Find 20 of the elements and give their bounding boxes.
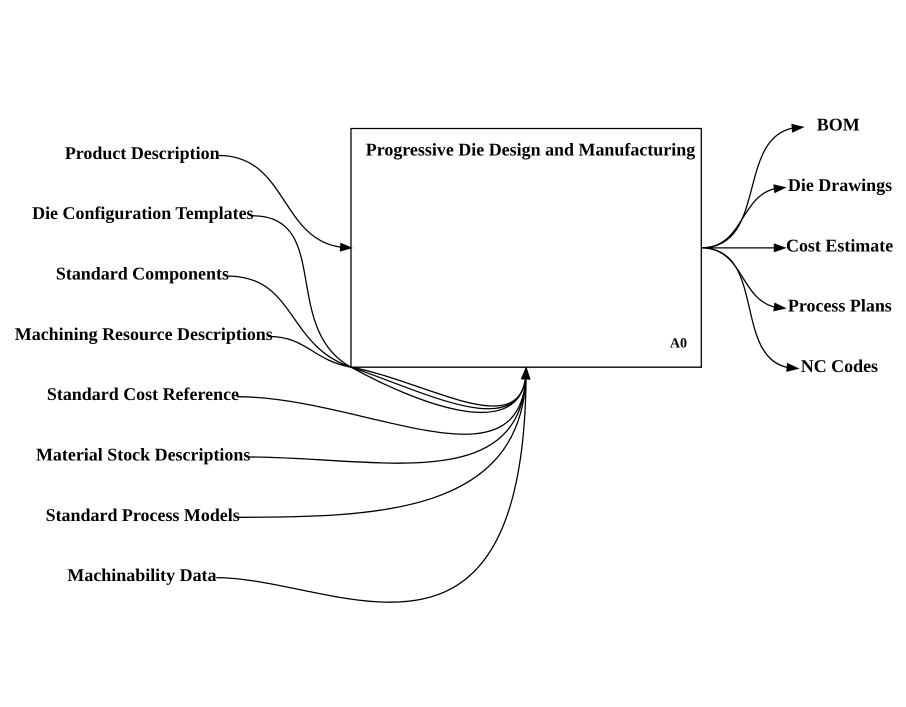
node-text: NC Codes	[800, 356, 878, 376]
node-text: Die Drawings	[788, 175, 892, 196]
node-text: Standard Components	[56, 264, 229, 284]
node-text: Die Configuration Templates	[32, 203, 254, 224]
node-text: Product Description	[64, 142, 220, 163]
node-text: Standard Cost Reference	[46, 384, 240, 404]
arrow	[218, 154, 353, 252]
node-text: BOM	[816, 114, 860, 135]
node-text: Cost Estimate	[786, 235, 894, 256]
arrow	[701, 124, 805, 248]
node-text: Standard Process Models	[46, 504, 240, 525]
node-text: Machinability Data	[67, 565, 217, 586]
arrow	[701, 243, 787, 252]
node-text: Process Plans	[788, 296, 892, 316]
arrow	[701, 247, 787, 312]
arrow	[701, 184, 787, 248]
node-text: Machining Resource Descriptions	[14, 324, 273, 344]
node-text: Material Stock Descriptions	[36, 444, 250, 464]
node-box: Progressive Die Design and Manufacturing A0	[350, 128, 702, 368]
arrow	[701, 247, 800, 372]
